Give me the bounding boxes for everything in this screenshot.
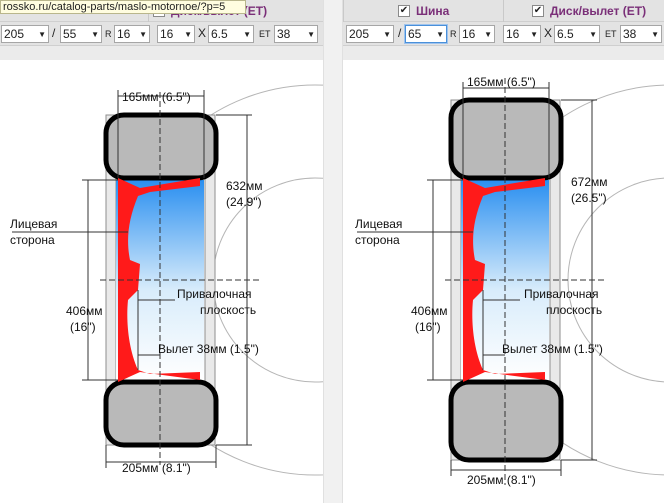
offset-label: Вылет 38мм (1.5"): [158, 342, 259, 356]
height-in-label: (26.5"): [571, 191, 607, 205]
chevron-down-icon: ▼: [184, 29, 192, 39]
left-tire-diagram: 165мм (6.5") 632мм (24.9") Лицевая сторо…: [0, 60, 323, 503]
chevron-down-icon: ▼: [436, 29, 444, 39]
right-et-label: ET: [605, 29, 617, 39]
left-tire-svg: 165мм (6.5") 632мм (24.9") Лицевая сторо…: [10, 84, 323, 476]
left-rim-diameter-select[interactable]: 16▼: [157, 25, 195, 43]
right-tire-checkbox[interactable]: ✔: [398, 5, 410, 17]
check-icon: ✔: [399, 5, 409, 16]
right-tire-header: ✔ Шина: [343, 0, 503, 22]
left-r-label: R: [105, 29, 112, 39]
chevron-down-icon: ▼: [651, 29, 659, 39]
width-top-label: 165мм (6.5"): [122, 90, 191, 104]
left-rim-width-select[interactable]: 6.5▼: [208, 25, 254, 43]
right-tire-diagram: 165мм (6.5") 672мм (26.5") Лицевая сторо…: [343, 60, 664, 503]
tire-top: [448, 97, 564, 181]
chevron-down-icon: ▼: [589, 29, 597, 39]
column-divider: [323, 0, 343, 503]
right-r-label: R: [450, 29, 457, 39]
left-size-controls: 205▼ / 55▼ R 16▼ 16▼ X 6.5▼ ET 38▼: [0, 22, 323, 46]
height-mm-label: 632мм: [226, 179, 263, 193]
right-size-controls: 205▼ / 65▼ R 16▼ 16▼ X 6.5▼ ET 38▼: [343, 22, 664, 46]
left-x-label: X: [198, 26, 207, 40]
left-tire-profile-select[interactable]: 55▼: [60, 25, 102, 43]
chevron-down-icon: ▼: [307, 29, 315, 39]
width-bottom-label: 205мм (8.1"): [122, 461, 191, 475]
chevron-down-icon: ▼: [383, 29, 391, 39]
mount-label-2: плоскость: [200, 303, 256, 317]
rim-mm-label: 406мм: [411, 304, 448, 318]
url-tooltip: rossko.ru/catalog-parts/maslo-motornoe/?…: [0, 0, 246, 14]
height-mm-label: 672мм: [571, 175, 608, 189]
chevron-down-icon: ▼: [91, 29, 99, 39]
right-offset-select[interactable]: 38▼: [620, 25, 662, 43]
tire-bottom: [103, 379, 219, 448]
width-top-label: 165мм (6.5"): [467, 75, 536, 89]
left-tire-diameter-select[interactable]: 16▼: [114, 25, 150, 43]
chevron-down-icon: ▼: [139, 29, 147, 39]
right-wheel-header-label: Диск/вылет (ET): [550, 4, 647, 18]
tire-compare-right: ✔ Шина ✔ Диск/вылет (ET) 205▼ / 65▼ R 16…: [343, 0, 664, 503]
rim-mm-label: 406мм: [66, 304, 103, 318]
right-x-label: X: [544, 26, 553, 40]
tire-compare-left: ✔ Диск/вылет (ET) 205▼ / 55▼ R 16▼ 16▼ X…: [0, 0, 323, 503]
rim-profile: [118, 178, 200, 382]
rim-profile: [463, 178, 545, 382]
mount-label-1: Привалочная: [177, 287, 252, 301]
right-wheel-checkbox[interactable]: ✔: [532, 5, 544, 17]
face-label-2: сторона: [355, 233, 400, 247]
tire-top: [103, 112, 219, 181]
left-et-label: ET: [259, 29, 271, 39]
right-tire-width-select[interactable]: 205▼: [346, 25, 394, 43]
rim-in-label: (16"): [70, 320, 96, 334]
chevron-down-icon: ▼: [38, 29, 46, 39]
right-tire-header-label: Шина: [416, 4, 450, 18]
right-rim-width-select[interactable]: 6.5▼: [554, 25, 600, 43]
left-tire-width-select[interactable]: 205▼: [1, 25, 49, 43]
check-icon: ✔: [533, 5, 543, 16]
chevron-down-icon: ▼: [530, 29, 538, 39]
face-label-1: Лицевая: [355, 217, 402, 231]
right-rim-diameter-select[interactable]: 16▼: [503, 25, 541, 43]
height-in-label: (24.9"): [226, 195, 262, 209]
offset-label: Вылет 38мм (1.5"): [502, 342, 603, 356]
right-tire-diameter-select[interactable]: 16▼: [459, 25, 495, 43]
width-bottom-label: 205мм (8.1"): [467, 473, 536, 487]
left-size-separator: /: [52, 26, 56, 40]
right-tire-svg: 165мм (6.5") 672мм (26.5") Лицевая сторо…: [355, 75, 664, 487]
mount-label-1: Привалочная: [524, 287, 599, 301]
tire-bottom: [448, 379, 564, 463]
rim-in-label: (16"): [415, 320, 441, 334]
right-header-bar: ✔ Шина ✔ Диск/вылет (ET): [343, 0, 664, 22]
right-tire-profile-select[interactable]: 65▼: [405, 25, 447, 43]
face-label-1: Лицевая: [10, 217, 57, 231]
left-offset-select[interactable]: 38▼: [274, 25, 318, 43]
right-size-separator: /: [398, 26, 402, 40]
mount-label-2: плоскость: [546, 303, 602, 317]
right-wheel-header: ✔ Диск/вылет (ET): [503, 0, 664, 22]
face-label-2: сторона: [10, 233, 55, 247]
chevron-down-icon: ▼: [484, 29, 492, 39]
chevron-down-icon: ▼: [243, 29, 251, 39]
